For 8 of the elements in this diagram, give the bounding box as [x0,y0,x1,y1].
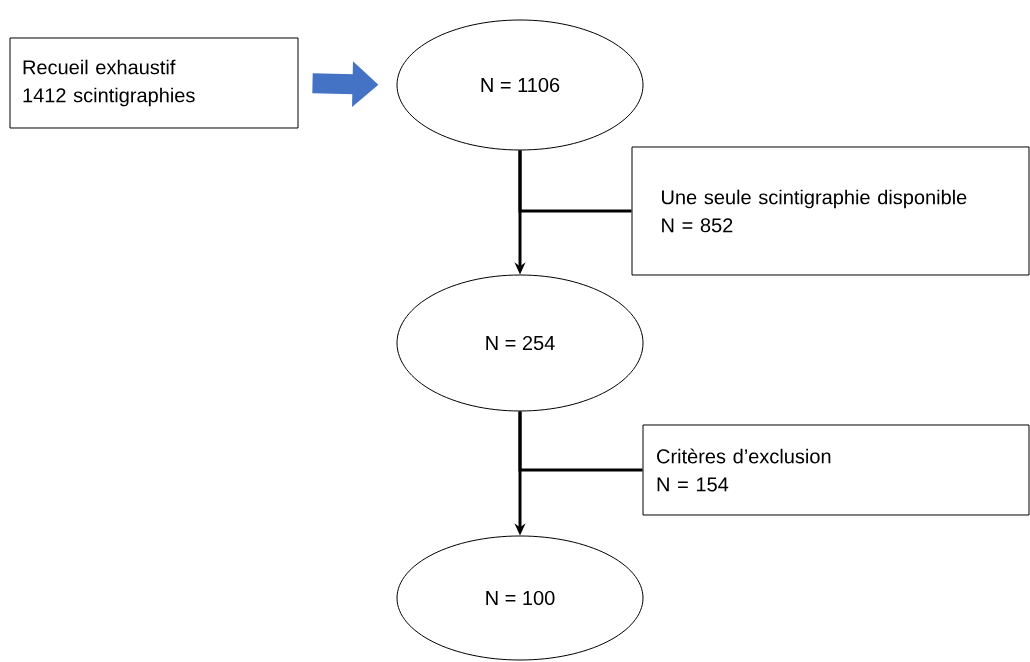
branch-line [518,411,643,472]
ellipse-node: N = 100 [396,535,644,661]
text-box: Une seule scintigraphie disponible N = 852 [631,146,1030,276]
ellipse-node: N = 254 [396,274,644,412]
text-box: Critères d’exclusion N = 154 [642,424,1030,516]
text-box: Recueil exhaustif 1412 scintigraphies [9,37,299,129]
branch-line [518,150,632,213]
ellipse-node: N = 1106 [396,19,644,151]
